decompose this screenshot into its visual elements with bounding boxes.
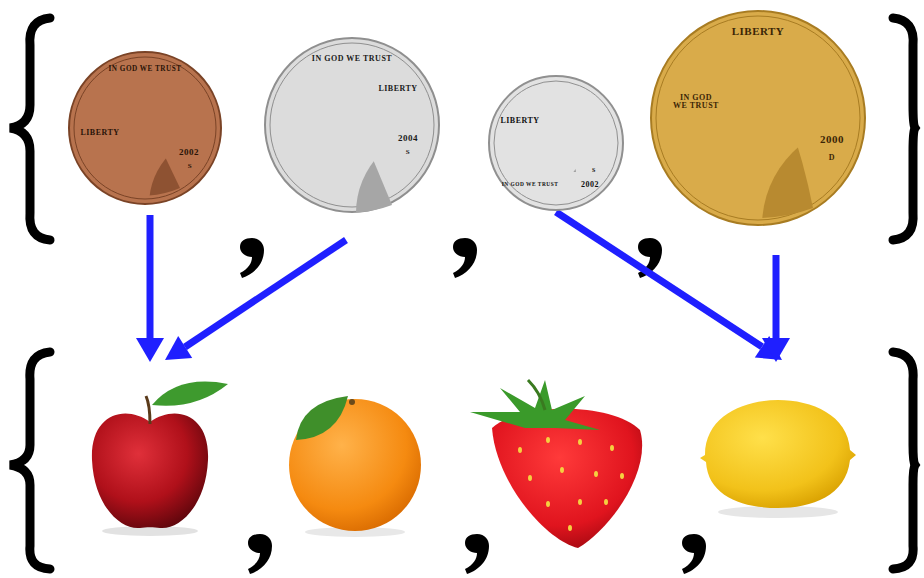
portrait-bust	[552, 157, 576, 172]
mapping-arrow-part	[773, 255, 780, 340]
coin-inscription: LIBERTY	[732, 26, 785, 38]
coin-face	[488, 75, 624, 211]
mapping-arrow-part	[136, 338, 164, 362]
comma	[240, 238, 706, 574]
strawberry-part	[470, 380, 600, 430]
strawberry-part	[620, 473, 624, 479]
comma-part	[465, 534, 489, 574]
coin: LIBERTY IN GOD WE TRUST 2000D	[650, 10, 866, 226]
coin-face	[650, 10, 866, 226]
strawberry-part	[546, 437, 550, 443]
coin-inscription: IN GOD WE TRUST	[672, 94, 720, 111]
strawberry-part	[546, 501, 550, 507]
strawberry-part	[492, 409, 642, 548]
coin-inscription: IN GOD WE TRUST	[312, 55, 392, 63]
coin-inscription: IN GOD WE TRUST	[502, 182, 559, 188]
brace-part	[10, 352, 50, 569]
comma-part	[453, 238, 477, 278]
orange-part	[349, 399, 355, 405]
portrait-head	[323, 90, 371, 150]
coin-rim	[74, 57, 216, 199]
strawberry-part	[594, 471, 598, 477]
coin-inscription: LIBERTY	[378, 85, 417, 93]
strawberry-part	[528, 475, 532, 481]
coin-inscription: LIBERTY	[80, 129, 119, 137]
strawberry-part	[518, 437, 624, 531]
coin-rim	[656, 16, 860, 220]
coin: LIBERTY IN GOD WE TRUST 2002 S	[488, 75, 624, 211]
coin-inscription: S	[592, 167, 596, 173]
strawberry-part	[518, 447, 522, 453]
mapping-arrow-part	[165, 336, 192, 360]
strawberry-part	[560, 467, 564, 473]
apple-part	[146, 396, 150, 424]
mapping-arrow-part	[147, 215, 154, 340]
portrait-bust	[703, 118, 813, 218]
coin-disc	[265, 38, 439, 212]
strawberry-part	[578, 439, 582, 445]
coin-inscription: 2000	[820, 134, 844, 146]
lemon	[700, 400, 856, 518]
coin-inscription: D	[829, 154, 835, 162]
mapping-arrow-part	[762, 338, 790, 362]
comma-part	[240, 238, 264, 278]
strawberry	[470, 380, 642, 548]
strawberry-part	[610, 445, 614, 451]
mapping-arrow	[136, 212, 790, 362]
coin-rim	[270, 43, 434, 207]
coin-disc	[69, 52, 221, 204]
coin-inscription: 2002	[581, 181, 599, 189]
brace-part	[893, 352, 915, 569]
coin-rim	[494, 81, 618, 205]
comma-part	[248, 534, 272, 574]
comma-part	[682, 534, 706, 574]
brace-part	[10, 18, 50, 240]
portrait-bust	[312, 145, 392, 213]
portrait-bust	[110, 140, 180, 196]
brace-part	[893, 18, 915, 240]
strawberry-part	[568, 525, 572, 531]
strawberry-part	[604, 499, 608, 505]
coin-inscription: S	[188, 163, 192, 170]
orange-part	[296, 396, 348, 440]
apple-part	[92, 414, 208, 529]
apple	[92, 382, 228, 536]
coin-inscription: LIBERTY	[500, 117, 539, 125]
orange	[289, 396, 421, 537]
portrait-head	[737, 56, 789, 120]
mapping-arrow-part	[185, 240, 346, 347]
portrait	[546, 111, 582, 172]
lemon-part	[700, 400, 856, 508]
portrait-detail	[719, 134, 747, 162]
portrait	[312, 90, 392, 213]
coin-disc	[651, 11, 865, 225]
coin: IN GOD WE TRUST LIBERTY 2002S	[68, 51, 222, 205]
coin-inscription: 2002	[179, 148, 199, 157]
portrait-head	[125, 92, 165, 144]
apple-part	[152, 382, 228, 406]
coin-inscription: S	[406, 149, 410, 156]
coin-disc	[489, 76, 623, 210]
coin-face	[264, 37, 440, 213]
portrait-head	[546, 111, 582, 159]
apple-part	[102, 526, 198, 536]
strawberry-part	[528, 380, 545, 410]
coin-inscription: 2004	[398, 134, 418, 143]
coin: IN GOD WE TRUST LIBERTY 2004S	[264, 37, 440, 213]
portrait-detail	[366, 120, 376, 147]
portrait	[703, 56, 813, 218]
coin-inscription: IN GOD WE TRUST	[109, 66, 182, 74]
strawberry-part	[578, 499, 582, 505]
portrait	[110, 92, 180, 196]
mapping-arrow-part	[556, 212, 762, 347]
